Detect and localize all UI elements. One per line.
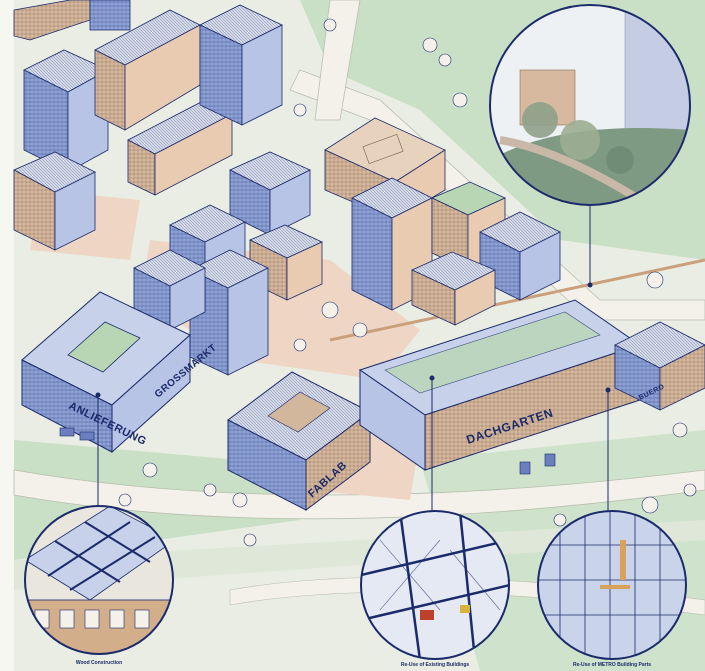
building-central-cube (229, 151, 311, 236)
caption-reuse-metro: Re-Use of METRO Building Parts (573, 662, 651, 668)
building-dachgarten (358, 299, 642, 471)
callout-dots (95, 282, 611, 398)
main-street (13, 469, 705, 520)
caption-reuse-existing: Re-Use of Existing Buildings (401, 662, 470, 668)
trees (118, 18, 697, 547)
building-west-block (13, 151, 96, 251)
inset-park-view (489, 4, 691, 206)
green-strip (14, 520, 705, 590)
inset-wood-construction (24, 505, 174, 655)
left-margin (0, 0, 14, 671)
inset-reuse-existing (360, 510, 510, 660)
building-rowhouses-mid (127, 99, 233, 196)
building-central-tan (249, 224, 323, 301)
building-east-cube (479, 211, 561, 301)
caption-wood-construction: Wood Construction (76, 660, 122, 666)
inset-reuse-metro (537, 510, 687, 660)
building-tower-north (199, 4, 283, 126)
building-row-north (13, 0, 131, 41)
building-east-low (411, 251, 496, 326)
building-right-block (614, 321, 705, 411)
building-grossmarkt (21, 291, 191, 454)
rail-line (329, 258, 705, 342)
callout-lines (97, 205, 609, 511)
trucks (59, 427, 556, 475)
